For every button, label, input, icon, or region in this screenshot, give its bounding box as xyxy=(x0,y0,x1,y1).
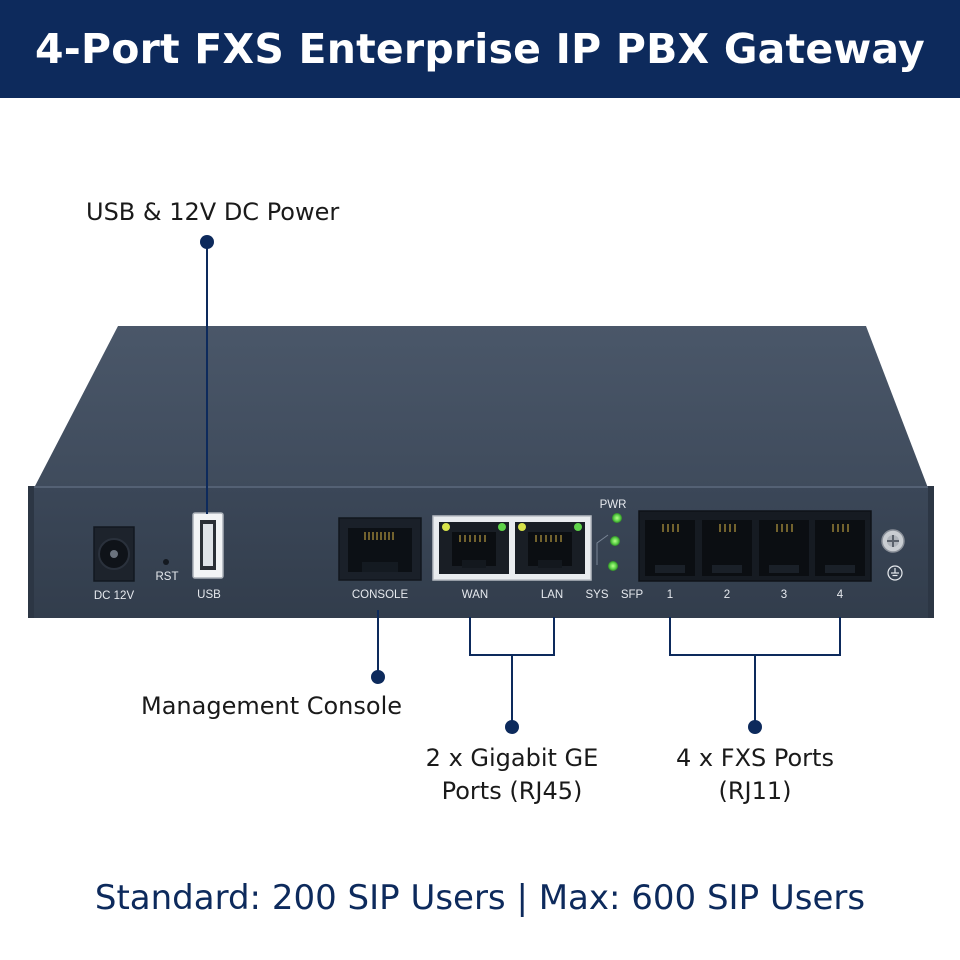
console-label: CONSOLE xyxy=(352,589,409,601)
callout-leaders xyxy=(206,243,841,726)
fxs-port-1 xyxy=(645,520,695,576)
wan-label: WAN xyxy=(462,589,488,601)
wan-led xyxy=(442,523,450,531)
lan-label: LAN xyxy=(541,589,563,601)
fxs-label-1: 1 xyxy=(667,589,673,601)
fxs-port-2 xyxy=(702,520,752,576)
ge-callout-dot xyxy=(505,720,519,734)
device-top-surface xyxy=(34,326,928,488)
console-port: CONSOLE xyxy=(338,517,422,601)
callout-ge-line1: 2 x Gigabit GE xyxy=(425,744,599,772)
fxs-bracket xyxy=(669,617,841,656)
callout-ge-ports: 2 x Gigabit GE Ports (RJ45) xyxy=(412,742,612,808)
usb-port: USB xyxy=(192,512,224,601)
callout-dots xyxy=(200,235,762,734)
fxs-label-2: 2 xyxy=(724,589,730,601)
console-callout-dot xyxy=(371,670,385,684)
dc-label: DC 12V xyxy=(94,590,135,602)
callout-ge-line2: Ports (RJ45) xyxy=(441,777,583,805)
pwr-led xyxy=(612,513,622,523)
ground-screw-icon xyxy=(881,529,905,553)
fxs-port-4 xyxy=(815,520,865,576)
callout-console-text: Management Console xyxy=(141,692,402,720)
fxs-port-3 xyxy=(759,520,809,576)
sfp-label: SFP xyxy=(621,589,644,601)
ge-bracket xyxy=(469,617,555,656)
fxs-label-3: 3 xyxy=(781,589,787,601)
lan-port xyxy=(515,522,585,574)
footer-sip-users: Standard: 200 SIP Users | Max: 600 SIP U… xyxy=(94,878,866,918)
sys-label: SYS xyxy=(585,589,608,601)
pwr-label: PWR xyxy=(600,499,627,511)
lan-led xyxy=(518,523,526,531)
wan-port xyxy=(439,522,509,574)
fxs-callout-dot xyxy=(748,720,762,734)
fxs-label-4: 4 xyxy=(837,589,844,601)
rst-label: RST xyxy=(156,571,179,583)
usb-callout-dot xyxy=(200,235,214,249)
dc-power-jack: DC 12V xyxy=(93,526,135,602)
status-leds: PWR SYS SFP xyxy=(585,499,643,601)
earth-ground-icon xyxy=(887,565,903,581)
callout-usb-power: USB & 12V DC Power xyxy=(86,196,339,229)
callout-fxs-line2: (RJ11) xyxy=(718,777,792,805)
usb-label: USB xyxy=(197,589,221,601)
fxs-ports: 1 2 3 4 xyxy=(638,510,872,601)
callout-fxs-ports: 4 x FXS Ports (RJ11) xyxy=(655,742,855,808)
reset-button: RST xyxy=(156,559,179,583)
title-banner: 4-Port FXS Enterprise IP PBX Gateway xyxy=(0,0,960,98)
sys-led xyxy=(610,536,620,546)
sfp-led xyxy=(608,561,618,571)
page-title: 4-Port FXS Enterprise IP PBX Gateway xyxy=(35,25,925,73)
callout-console: Management Console xyxy=(141,690,402,723)
ethernet-ports: WAN LAN xyxy=(432,515,592,601)
callout-fxs-line1: 4 x FXS Ports xyxy=(676,744,834,772)
callout-usb-power-text: USB & 12V DC Power xyxy=(86,198,340,226)
